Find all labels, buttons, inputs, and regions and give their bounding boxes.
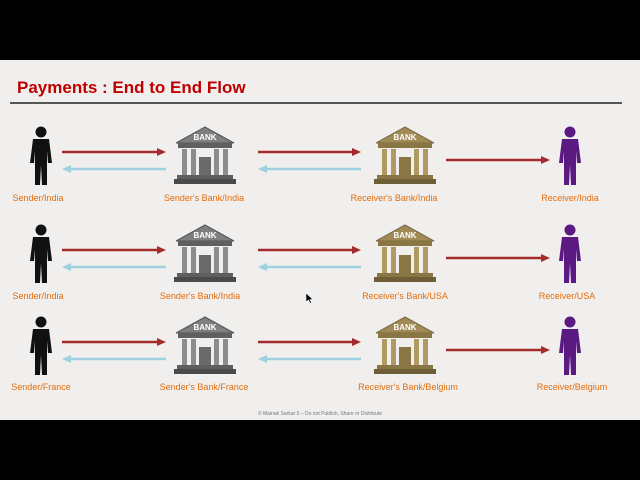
forward-arrow: [446, 253, 550, 263]
bank-sign: BANK: [193, 133, 216, 142]
forward-arrow: [446, 155, 550, 165]
sender-label: Sender/France: [11, 382, 71, 392]
copyright-footer: © Mainak Sarkar 5 – Do not Publish, Shar…: [257, 411, 383, 417]
presentation-slide: Payments : End to End Flow BANK: [0, 60, 640, 420]
receiver-label: Receiver/USA: [538, 291, 596, 301]
receiver-bank-label: Receiver's Bank/USA: [362, 291, 448, 301]
flow-row-2: BANK BANK Sender/India Sen: [0, 223, 640, 308]
sender-person-icon: [16, 315, 66, 379]
sender-person-icon: [16, 223, 66, 287]
sender-bank-label: Sender's Bank/India: [159, 291, 241, 301]
receiver-bank-icon: BANK: [374, 315, 436, 375]
bank-sign: BANK: [193, 231, 216, 240]
receiver-person-icon: [545, 125, 595, 189]
forward-arrow: [258, 147, 361, 157]
sender-bank-label: Sender's Bank/India: [163, 193, 245, 203]
forward-arrow: [62, 147, 166, 157]
mouse-cursor-icon: [305, 291, 314, 304]
sender-label: Sender/India: [12, 291, 64, 301]
sender-bank-icon: BANK: [174, 125, 236, 185]
return-arrow: [258, 262, 361, 272]
forward-arrow: [62, 245, 166, 255]
bank-sign: BANK: [393, 231, 416, 240]
slide-title: Payments : End to End Flow: [17, 78, 246, 97]
receiver-bank-icon: BANK: [374, 125, 436, 185]
forward-arrow: [258, 337, 361, 347]
sender-person-icon: [16, 125, 66, 189]
receiver-person-icon: [545, 223, 595, 287]
return-arrow: [258, 164, 361, 174]
sender-bank-icon: BANK: [174, 223, 236, 283]
return-arrow: [62, 354, 166, 364]
receiver-bank-label: Receiver's Bank/Belgium: [358, 382, 458, 392]
sender-bank-icon: BANK: [174, 315, 236, 375]
bank-sign: BANK: [393, 323, 416, 332]
receiver-bank-icon: BANK: [374, 223, 436, 283]
receiver-bank-label: Receiver's Bank/India: [350, 193, 438, 203]
sender-bank-label: Sender's Bank/France: [159, 382, 249, 392]
forward-arrow: [62, 337, 166, 347]
title-underline: [10, 102, 622, 104]
return-arrow: [62, 262, 166, 272]
forward-arrow: [258, 245, 361, 255]
receiver-label: Receiver/Belgium: [536, 382, 608, 392]
receiver-person-icon: [545, 315, 595, 379]
flow-row-1: BANK BANK Sender/India Sen: [0, 125, 640, 210]
receiver-label: Receiver/India: [541, 193, 599, 203]
return-arrow: [62, 164, 166, 174]
flow-row-3: BANK BANK Sender/France Se: [0, 315, 640, 400]
sender-label: Sender/India: [12, 193, 64, 203]
bank-sign: BANK: [393, 133, 416, 142]
forward-arrow: [446, 345, 550, 355]
bank-sign: BANK: [193, 323, 216, 332]
return-arrow: [258, 354, 361, 364]
